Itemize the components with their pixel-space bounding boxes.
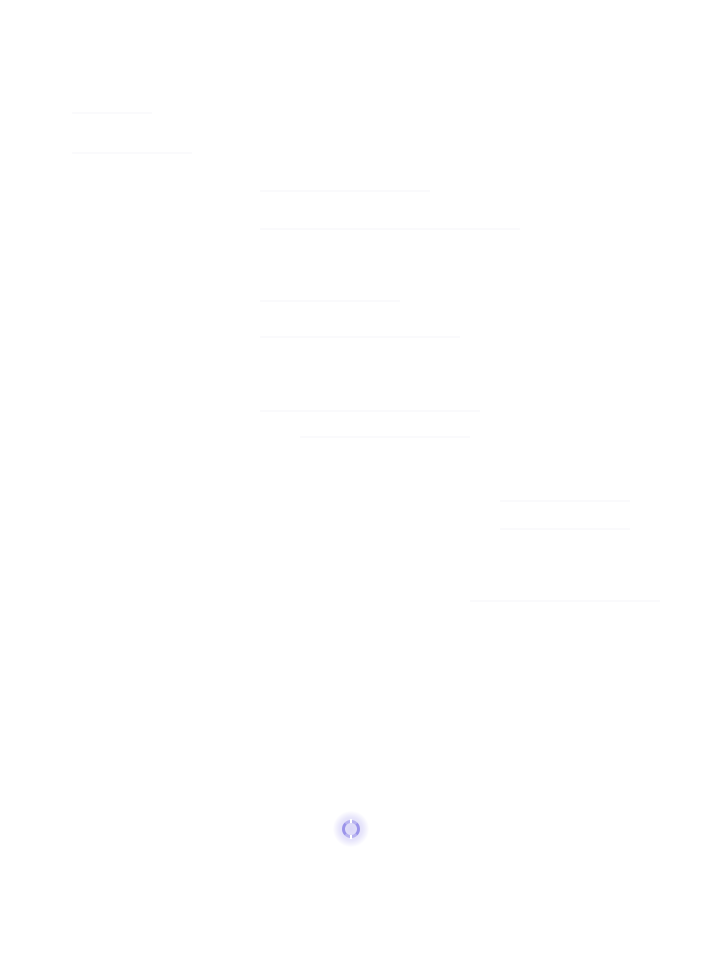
ghost-divider bbox=[470, 600, 660, 602]
ghost-divider bbox=[260, 190, 430, 192]
ghost-divider bbox=[260, 336, 460, 338]
spinner-notch bbox=[350, 819, 352, 823]
ghost-divider bbox=[300, 436, 470, 438]
ghost-divider bbox=[260, 228, 520, 230]
ghost-divider bbox=[72, 112, 152, 114]
spinner-notch bbox=[350, 835, 352, 839]
ghost-divider bbox=[500, 528, 630, 530]
loading-spinner bbox=[333, 811, 369, 847]
ghost-divider bbox=[260, 300, 400, 302]
ghost-divider bbox=[72, 152, 192, 154]
ghost-divider bbox=[500, 500, 630, 502]
ghost-divider bbox=[260, 410, 480, 412]
